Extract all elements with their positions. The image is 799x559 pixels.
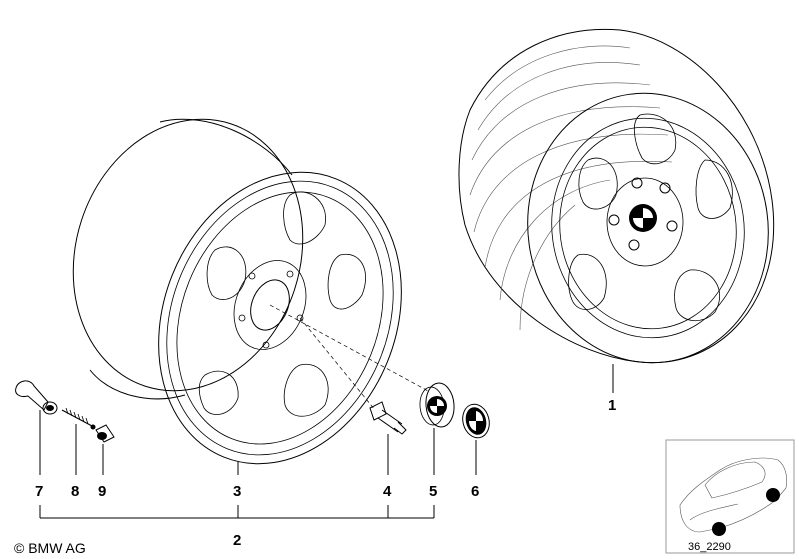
- valve-cap-part[interactable]: [95, 424, 115, 443]
- complete-wheel-drawing[interactable]: [458, 28, 786, 378]
- callout-9: 9: [98, 483, 106, 500]
- callout-3: 3: [233, 483, 241, 500]
- callout-7: 7: [35, 483, 43, 500]
- callout-4: 4: [383, 483, 392, 500]
- valve-core-part[interactable]: [61, 407, 96, 430]
- callout-5: 5: [429, 483, 437, 500]
- hub-cap-part[interactable]: [418, 382, 455, 428]
- bmw-roundel-icon: [629, 204, 657, 232]
- callout-8: 8: [71, 483, 79, 500]
- leader-lines: [39, 364, 614, 519]
- diagram-code: 36_2290: [688, 541, 731, 553]
- bmw-roundel-icon: [427, 396, 447, 416]
- callout-1: 1: [608, 397, 616, 414]
- callout-6: 6: [471, 483, 479, 500]
- emblem-part[interactable]: [459, 401, 493, 441]
- exploded-view-lines: [269, 304, 431, 411]
- valve-stem-part[interactable]: [15, 380, 58, 415]
- rim-drawing[interactable]: [39, 89, 444, 500]
- wheel-bolt-part[interactable]: [369, 401, 407, 435]
- wheel-bolt-icon: [608, 177, 678, 251]
- car-silhouette-icon: [679, 457, 788, 536]
- callout-2: 2: [233, 532, 241, 549]
- car-locator-inset[interactable]: 36_2290: [665, 439, 795, 554]
- copyright-text: © BMW AG: [14, 540, 86, 556]
- bmw-roundel-icon: [465, 407, 487, 435]
